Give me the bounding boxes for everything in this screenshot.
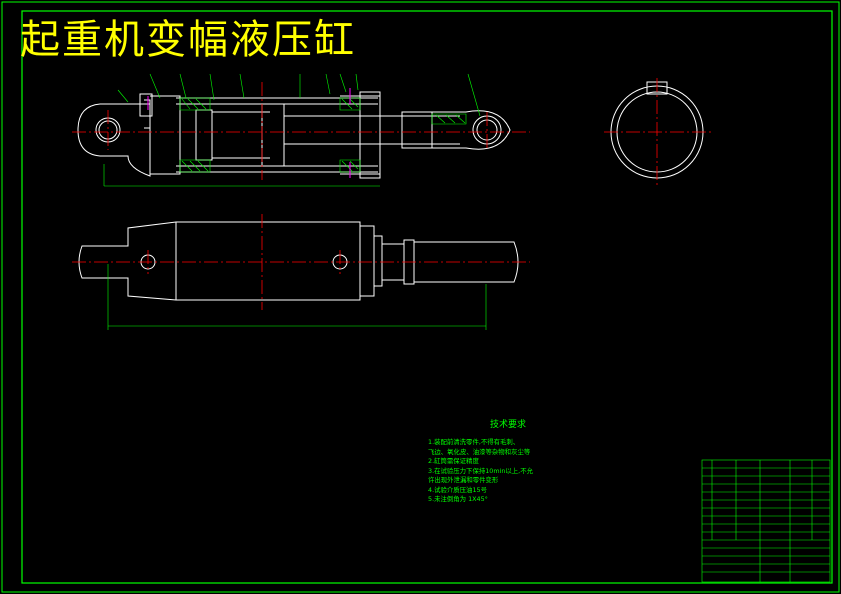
- requirement-line: 4.试验介质压油15号: [428, 485, 487, 494]
- external-view: [78, 221, 519, 301]
- bolts: [147, 88, 351, 178]
- dimension-lines-bottom: [107, 264, 487, 330]
- sectional-view: [77, 91, 511, 179]
- center-lines-bottom: [72, 214, 530, 310]
- requirement-line: 飞边、氧化皮、油漆等杂物和灰尘等: [428, 447, 531, 456]
- title-block: [701, 459, 831, 583]
- requirement-line: 5.未注倒角为 1X45°: [428, 495, 488, 503]
- technical-requirements-heading: 技术要求: [489, 420, 526, 430]
- drawing-title: 起重机变幅液压缸: [20, 17, 356, 63]
- center-lines-top: [72, 82, 530, 180]
- hatching: [179, 97, 467, 173]
- requirement-line: 许出现外泄漏和零件变形: [428, 476, 499, 484]
- requirement-line: 3.在试验压力下保持10min以上,不允: [428, 466, 533, 475]
- requirement-line: 2.缸筒需保证精度: [428, 457, 479, 465]
- technical-requirements: 技术要求 1.装配前清洗零件,不得有毛刺、 飞边、氧化皮、油漆等杂物和灰尘等 2…: [428, 417, 588, 505]
- leader-lines: [103, 73, 481, 187]
- inner-frame: [21, 10, 833, 584]
- requirement-line: 1.装配前清洗零件,不得有毛刺、: [428, 438, 520, 446]
- center-lines-end: [604, 78, 712, 186]
